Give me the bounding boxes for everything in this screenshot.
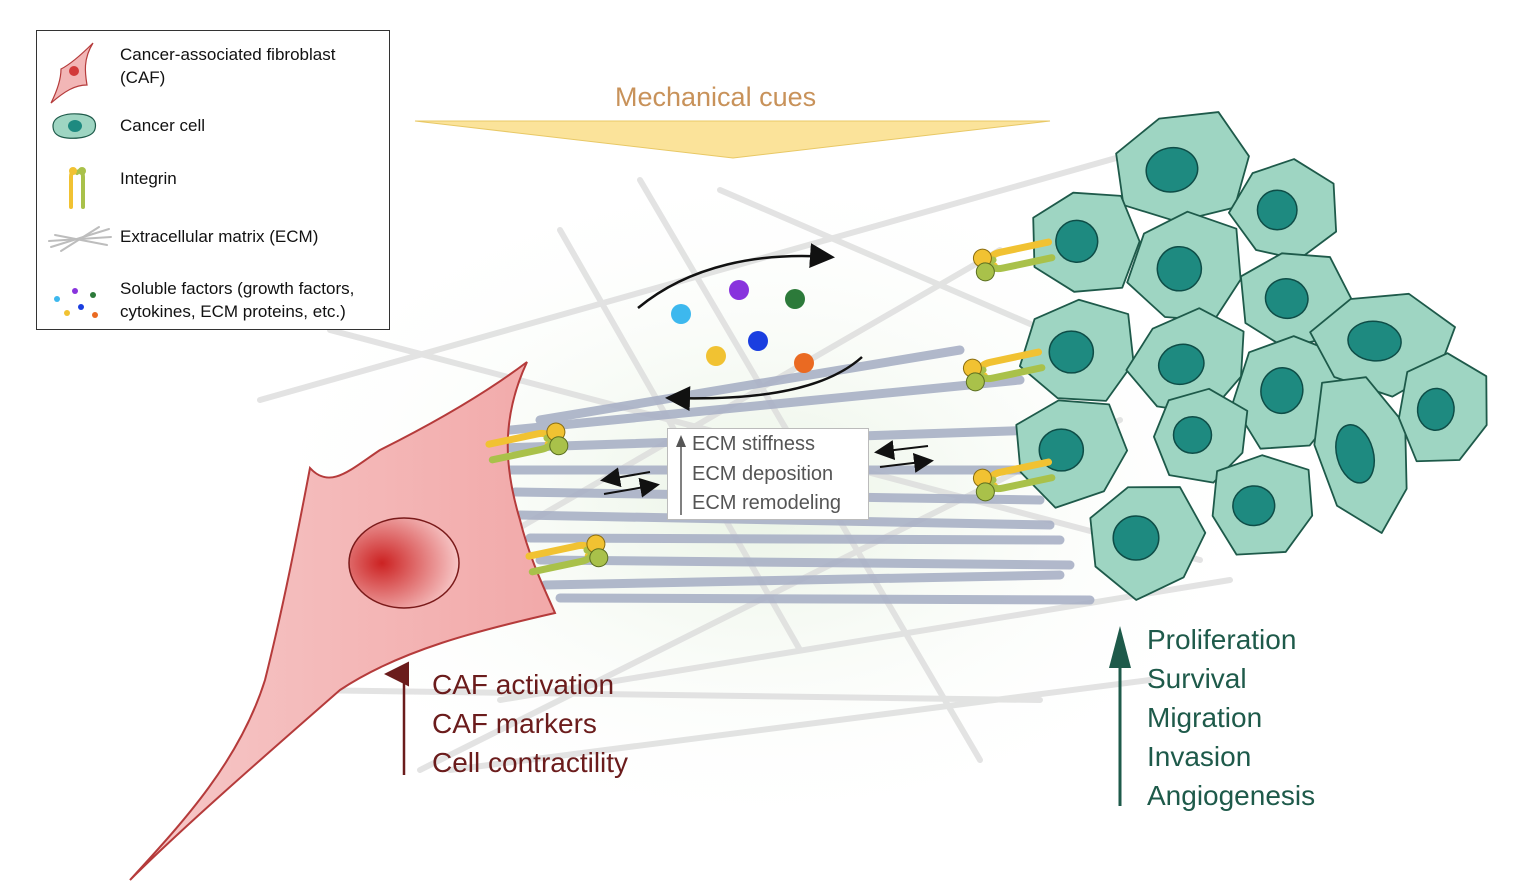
ecm-fibers-dense bbox=[485, 345, 1095, 605]
soluble-factors-icon bbox=[54, 288, 98, 318]
soluble-factor-dot bbox=[706, 346, 726, 366]
proliferation-label: Proliferation bbox=[1147, 624, 1297, 655]
soluble-factor-dot bbox=[729, 280, 749, 300]
mechanical-cues-arrow bbox=[414, 120, 1051, 159]
cancer-cell bbox=[1313, 376, 1408, 534]
cell-contractility-label: Cell contractility bbox=[432, 747, 629, 778]
integrins bbox=[485, 238, 1056, 576]
caf-markers-label: CAF markers bbox=[432, 708, 597, 739]
cancer-cell bbox=[1228, 158, 1338, 261]
cancer-cell bbox=[1231, 335, 1342, 450]
cancer-cell bbox=[1125, 307, 1245, 416]
legend-ecm-label: Extracellular matrix (ECM) bbox=[120, 227, 319, 246]
integrin bbox=[972, 458, 1056, 502]
legend-soluble-label: Soluble factors (growth factors, cytokin… bbox=[120, 279, 355, 321]
legend-cancer-cell-label: Cancer cell bbox=[120, 116, 206, 135]
integrin bbox=[525, 534, 609, 576]
cancer-cell bbox=[1211, 454, 1314, 556]
legend-caf-label: Cancer-associated fibroblast (CAF) bbox=[120, 45, 336, 87]
survival-label: Survival bbox=[1147, 663, 1247, 694]
mechanical-cues-label: Mechanical cues bbox=[615, 82, 817, 112]
ecm-effects-box: ECM stiffness ECM deposition ECM remodel… bbox=[667, 428, 869, 520]
integrin bbox=[485, 422, 569, 464]
integrin-icon bbox=[69, 167, 86, 209]
cancer-cell bbox=[1115, 111, 1250, 223]
caf-ecm-exchange-arrows bbox=[600, 467, 660, 498]
cancer-cell bbox=[1089, 486, 1207, 601]
secretion-arrow-left bbox=[665, 356, 863, 412]
migration-label: Migration bbox=[1147, 702, 1263, 733]
cancer-cell bbox=[1398, 352, 1488, 463]
cancer-cell-icon bbox=[52, 113, 97, 139]
ecm-deposition-label: ECM deposition bbox=[692, 463, 834, 485]
ecm-icon bbox=[48, 226, 112, 252]
secretion-arrow-right bbox=[637, 243, 835, 309]
legend-integrin-label: Integrin bbox=[120, 169, 177, 188]
ecm-stiffness-label: ECM stiffness bbox=[692, 433, 815, 455]
angiogenesis-label: Angiogenesis bbox=[1147, 780, 1316, 811]
invasion-label: Invasion bbox=[1147, 741, 1252, 772]
caf-cell bbox=[129, 361, 557, 881]
cancer-ecm-exchange-arrows bbox=[874, 440, 934, 473]
soluble-factors bbox=[671, 280, 814, 373]
soluble-factor-dot bbox=[748, 331, 768, 351]
integrin bbox=[972, 238, 1056, 282]
cancer-cell bbox=[1032, 191, 1141, 293]
soluble-factor-dot bbox=[671, 304, 691, 324]
cancer-cell-cluster bbox=[1015, 111, 1488, 601]
caf-activation-label: CAF activation bbox=[432, 669, 615, 700]
caf-icon bbox=[50, 42, 94, 104]
ecm-up-arrow-icon bbox=[676, 435, 686, 515]
cancer-cell bbox=[1126, 210, 1242, 322]
ecm-remodeling-label: ECM remodeling bbox=[692, 492, 841, 514]
integrin bbox=[962, 348, 1046, 392]
soluble-factor-dot bbox=[785, 289, 805, 309]
caf-nucleus bbox=[348, 517, 460, 609]
cancer-cell bbox=[1018, 298, 1135, 402]
soluble-factor-dot bbox=[794, 353, 814, 373]
cancer-up-arrow bbox=[1109, 626, 1131, 806]
legend: Cancer-associated fibroblast (CAF) Cance… bbox=[36, 30, 390, 330]
